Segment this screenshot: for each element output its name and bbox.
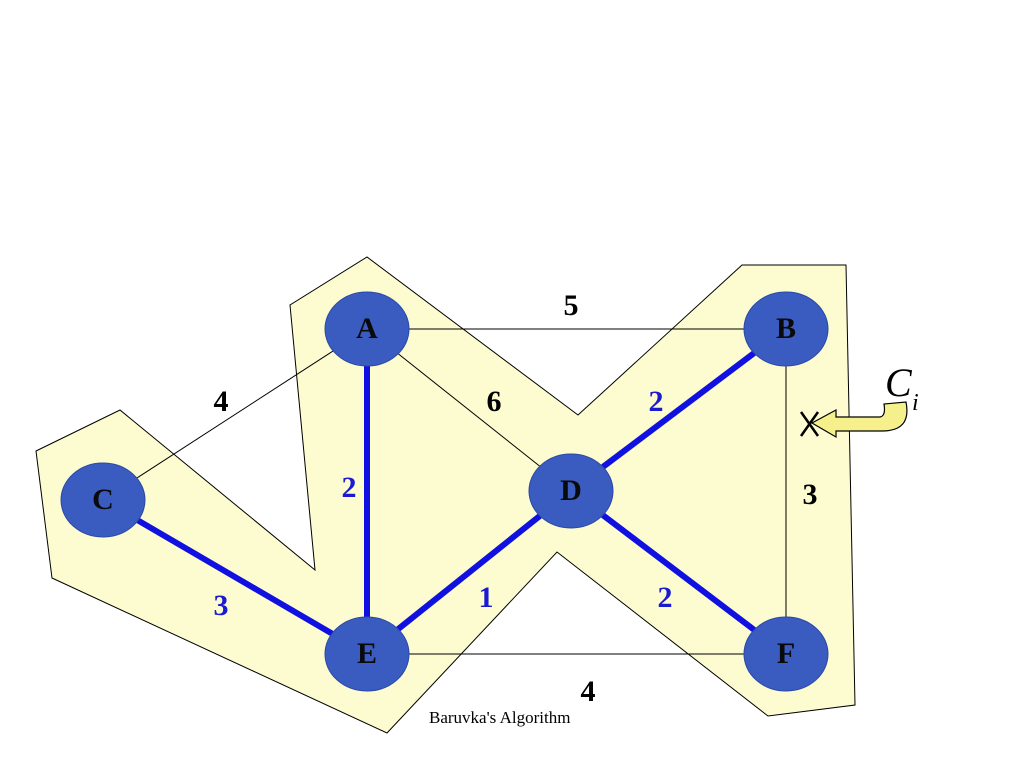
edge-a-c (136, 350, 334, 479)
node-circle (324, 291, 410, 367)
node-d: D (528, 453, 614, 529)
nodes-layer: A B C D E F (60, 291, 829, 692)
crossed-out-icon (799, 411, 820, 437)
node-label: A (356, 312, 378, 345)
edge-weight-b-f: 3 (803, 478, 818, 511)
edge-weight-c-e: 3 (214, 589, 229, 622)
edge-weight-d-b: 2 (649, 385, 664, 418)
component-label-sub: i (912, 390, 919, 416)
node-label: B (776, 312, 796, 345)
node-a: A (324, 291, 410, 367)
edges-layer (136, 328, 787, 655)
edge-c-e (136, 517, 334, 637)
node-label: D (560, 474, 582, 507)
edge-d-f (601, 512, 756, 633)
node-f: F (743, 616, 829, 692)
node-circle (60, 462, 146, 538)
edge-d-b (601, 350, 756, 470)
node-circle (743, 291, 829, 367)
edge-weight-e-f: 4 (581, 675, 596, 708)
node-circle (324, 616, 410, 692)
edge-weight-e-d: 1 (479, 581, 494, 614)
edge-weight-a-d: 6 (487, 385, 502, 418)
edge-a-d (397, 353, 541, 467)
node-circle (743, 616, 829, 692)
node-label: E (357, 637, 377, 670)
edge-weight-a-b: 5 (564, 289, 579, 322)
node-label: F (777, 637, 795, 670)
edge-weight-a-c: 4 (214, 385, 229, 418)
node-label: C (92, 483, 114, 516)
node-circle (528, 453, 614, 529)
component-region-c-a-e (35, 256, 856, 734)
annotation-layer: C i Baruvka's Algorithm (429, 360, 919, 727)
diagram-caption: Baruvka's Algorithm (429, 708, 570, 727)
component-regions (35, 256, 856, 734)
edge-weight-d-f: 2 (658, 581, 673, 614)
node-e: E (324, 616, 410, 692)
component-label-main: C (885, 360, 913, 405)
node-b: B (743, 291, 829, 367)
pointer-arrow-icon (810, 401, 908, 439)
edge-weight-a-e: 2 (342, 471, 357, 504)
edge-weights-layer: 5 4 6 2 3 1 2 2 3 4 (214, 289, 818, 708)
node-c: C (60, 462, 146, 538)
edge-e-d (396, 513, 542, 632)
